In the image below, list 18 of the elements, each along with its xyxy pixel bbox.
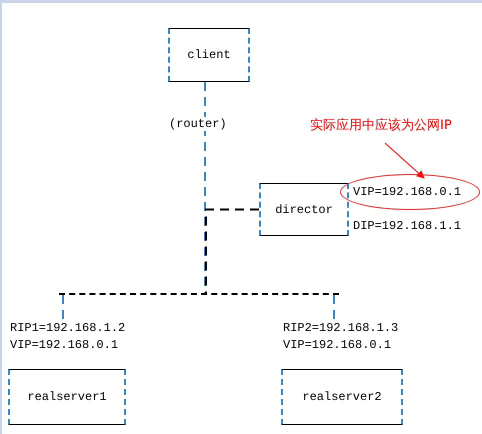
node-label: realserver1 bbox=[27, 390, 107, 404]
ip-label: VIP=192.168.0.1 bbox=[10, 337, 118, 354]
ip-label: RIP2=192.168.1.3 bbox=[283, 320, 398, 337]
connector bbox=[205, 208, 259, 293]
ip-label: RIP1=192.168.1.2 bbox=[10, 320, 126, 337]
connector bbox=[204, 82, 206, 293]
ip-label: DIP=192.168.1.1 bbox=[353, 218, 462, 235]
server-box bbox=[168, 28, 250, 82]
node-label: realserver2 bbox=[302, 390, 382, 404]
ip-label: VIP=192.168.0.1 bbox=[283, 337, 392, 354]
server-box bbox=[259, 183, 349, 236]
connector bbox=[333, 295, 335, 319]
annotation-text: 实际应用中应该为公网IP bbox=[310, 116, 460, 136]
highlight-ellipse: VIP=192.168.0.1 bbox=[340, 174, 480, 210]
node-label: client bbox=[187, 48, 231, 62]
arrow bbox=[384, 142, 425, 179]
connector bbox=[62, 295, 64, 319]
node-label: director bbox=[275, 202, 333, 216]
